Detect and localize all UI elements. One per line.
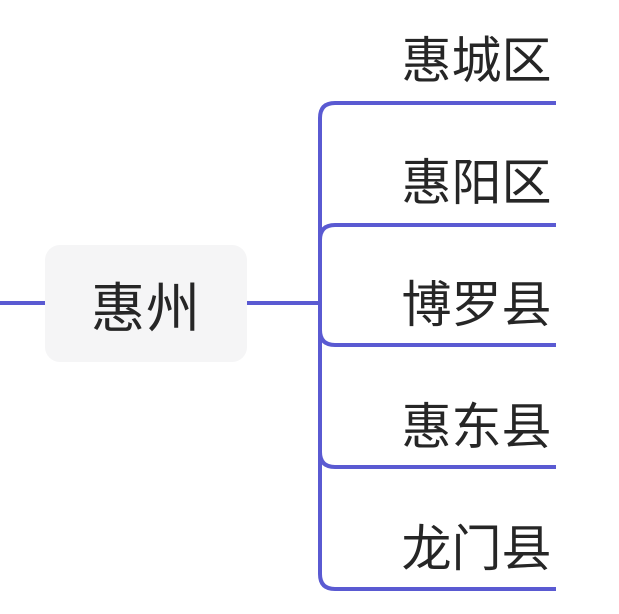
node-huicheng[interactable]: 惠城区 (401, 33, 552, 89)
node-huidong[interactable]: 惠东县 (401, 399, 552, 455)
node-longmen[interactable]: 龙门县 (401, 521, 552, 577)
connector-child-huiyang (318, 223, 556, 303)
node-boluo[interactable]: 博罗县 (401, 277, 552, 333)
connector-child-huicheng (318, 101, 556, 303)
node-huiyang[interactable]: 惠阳区 (401, 155, 552, 211)
node-root-label: 惠州 (91, 279, 201, 339)
node-root[interactable]: 惠州 (45, 245, 247, 362)
connector-child-longmen (318, 303, 556, 591)
